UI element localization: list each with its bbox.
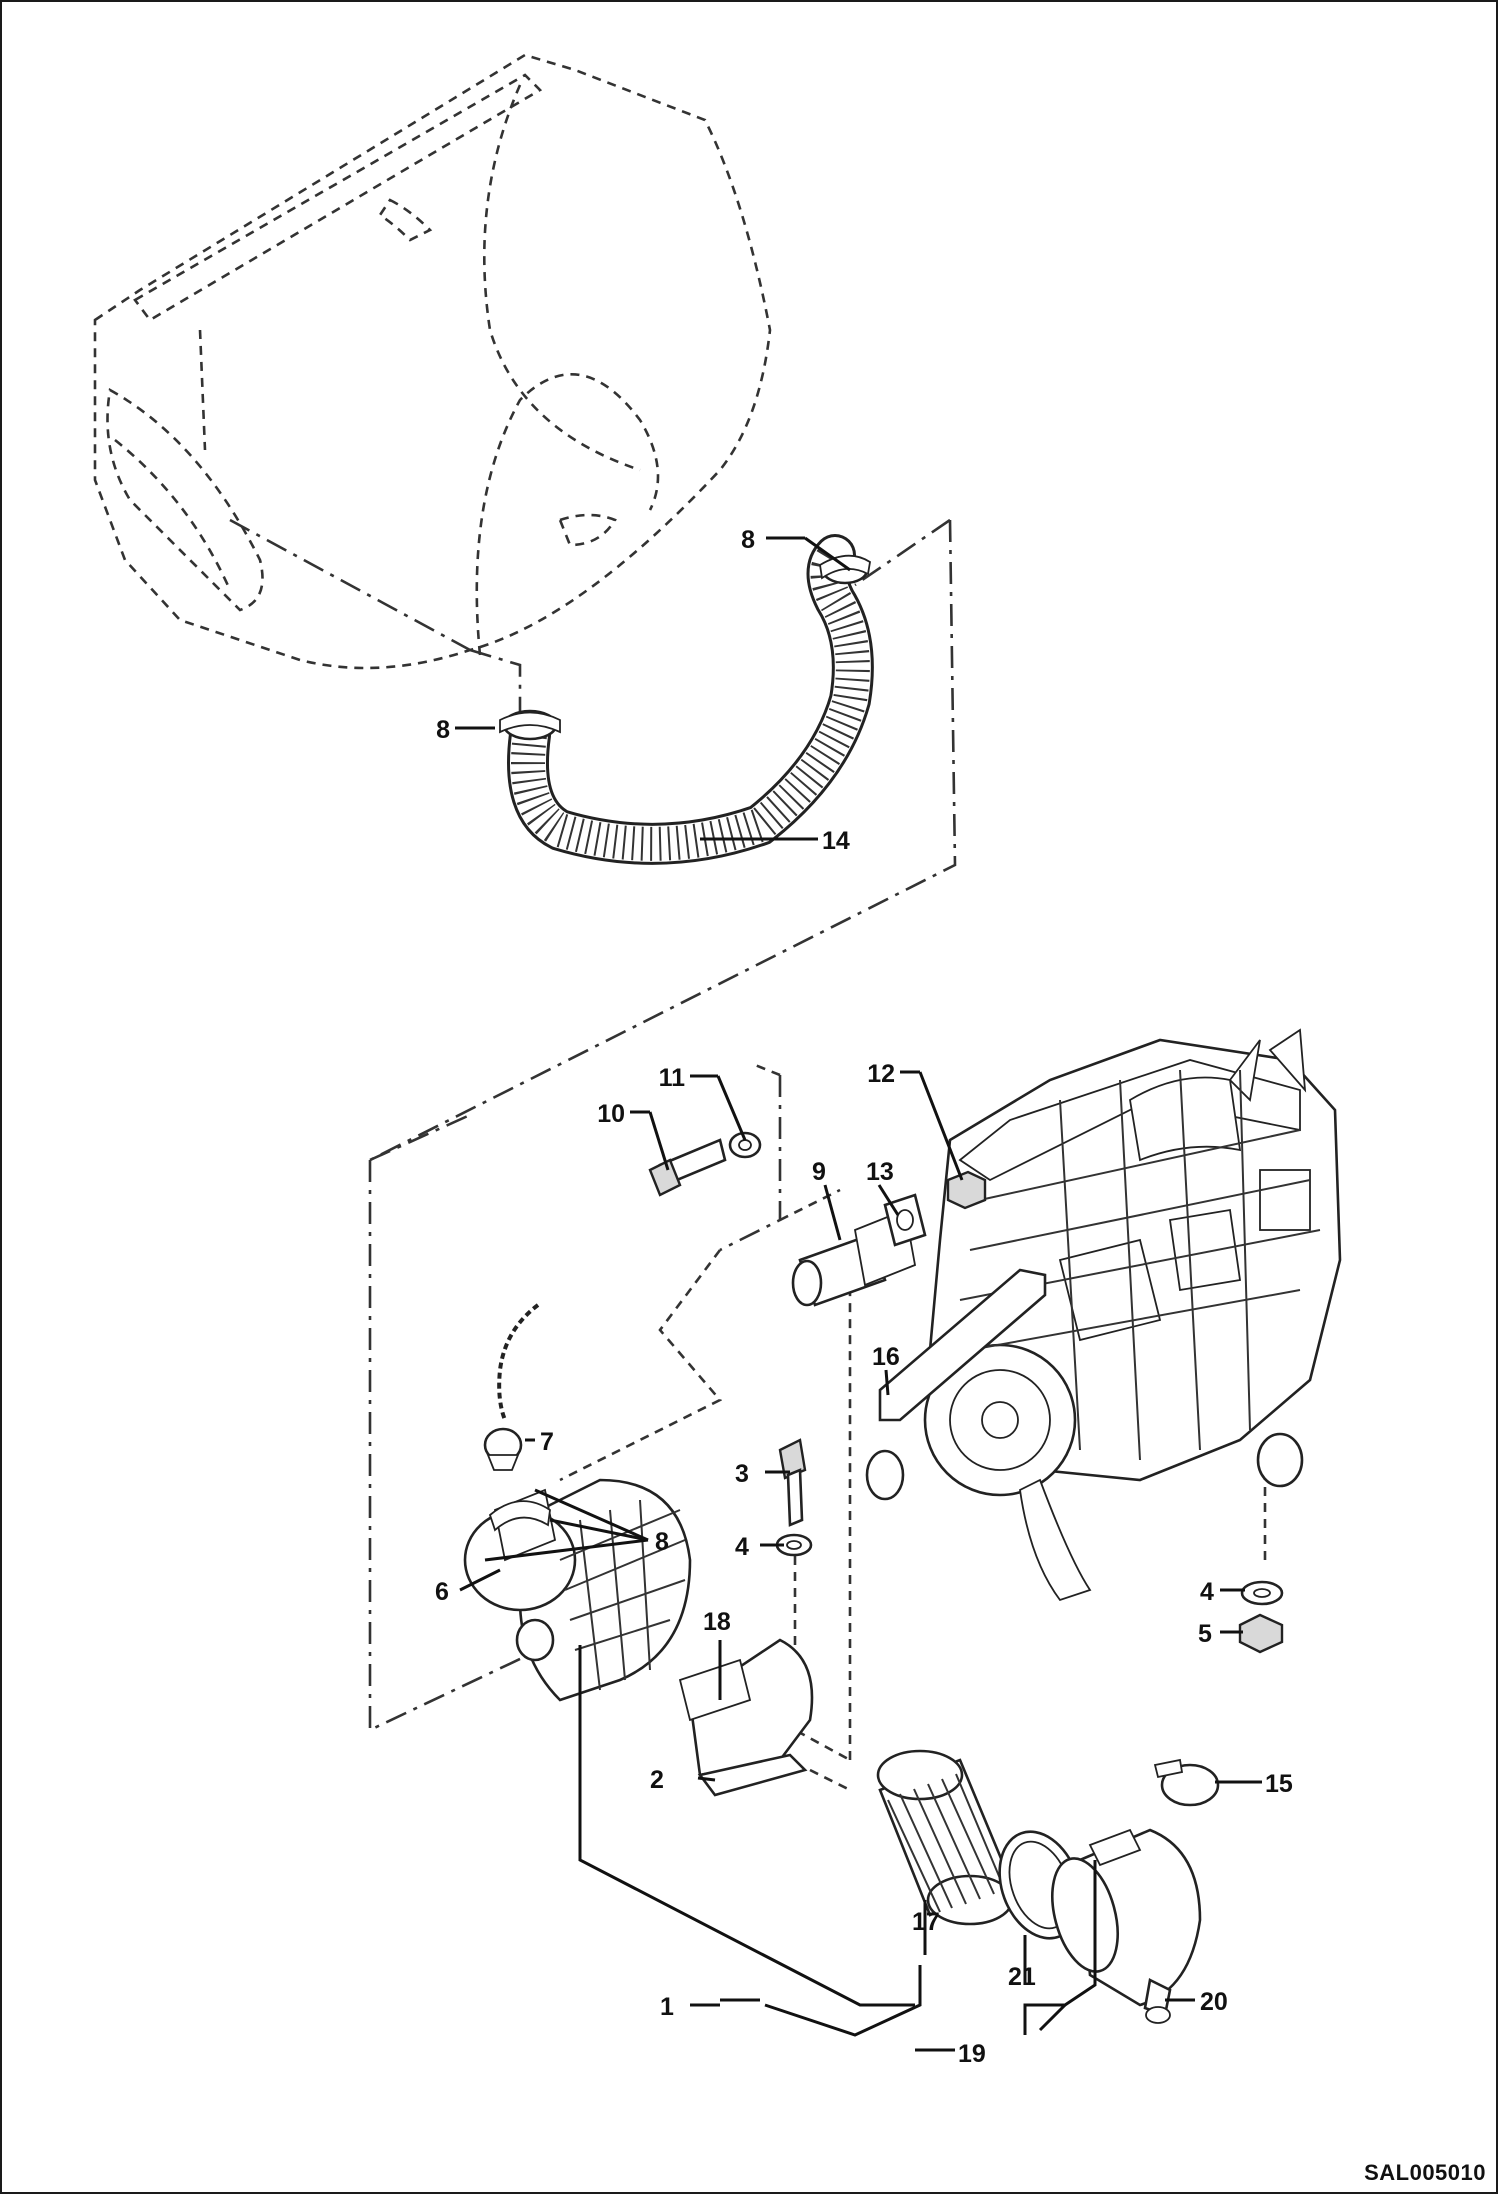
vacuum-sensor-7 [483, 1303, 540, 1471]
bolt-3 [778, 1438, 807, 1527]
washer-11 [728, 1131, 762, 1159]
air-filter-housing [463, 1478, 692, 1702]
dust-valve-20 [1143, 1978, 1172, 2024]
callout-20: 20 [1200, 1988, 1228, 2016]
engine-hood-outline [93, 53, 772, 670]
callout-18: 18 [703, 1608, 731, 1636]
callout-5: 5 [1198, 1620, 1212, 1648]
callout-16: 16 [872, 1343, 900, 1371]
callout-13: 13 [866, 1158, 894, 1186]
callout-1: 1 [660, 1993, 674, 2021]
callout-6: 6 [435, 1578, 449, 1606]
callout-3: 3 [735, 1460, 749, 1488]
callout-15: 15 [1265, 1770, 1293, 1798]
washer-4-right [1240, 1580, 1284, 1606]
hose-clamp-15 [1153, 1758, 1220, 1807]
bolt-10 [648, 1138, 727, 1197]
callout-12: 12 [867, 1060, 895, 1088]
callout-4-left: 4 [735, 1533, 749, 1561]
callout-9: 9 [812, 1158, 826, 1186]
engine-bracket [878, 1268, 1047, 1422]
callout-8-top: 8 [741, 526, 755, 554]
callout-19: 19 [958, 2040, 986, 2068]
callout-4-right: 4 [1200, 1578, 1214, 1606]
callout-7: 7 [540, 1428, 554, 1456]
filter-element-17 [876, 1749, 1014, 1926]
callout-2: 2 [650, 1766, 664, 1794]
leader-lines [455, 536, 1262, 2037]
drawing-reference-id: SAL005010 [1364, 2160, 1486, 2185]
filter-cover-19 [1051, 1828, 1202, 2007]
hood-assembly-lines [229, 518, 957, 1162]
callout-10: 10 [597, 1100, 625, 1128]
callout-17: 17 [912, 1908, 940, 1936]
callout-21: 21 [1008, 1963, 1036, 1991]
filter-bracket-18 [678, 1638, 814, 1797]
nut-5 [1238, 1613, 1284, 1654]
callout-labels: 8 8 14 11 10 12 13 9 16 7 3 4 4 5 8 6 18… [435, 526, 1293, 2068]
callout-11: 11 [659, 1064, 686, 1092]
engine-block [865, 1028, 1342, 1602]
nut-12 [946, 1170, 987, 1210]
callout-8-clamp: 8 [655, 1528, 669, 1556]
clamp-8-housing [488, 1500, 551, 1532]
callout-14: 14 [822, 827, 850, 855]
air-intake-hose [499, 534, 874, 865]
callout-8-hose: 8 [436, 716, 450, 744]
